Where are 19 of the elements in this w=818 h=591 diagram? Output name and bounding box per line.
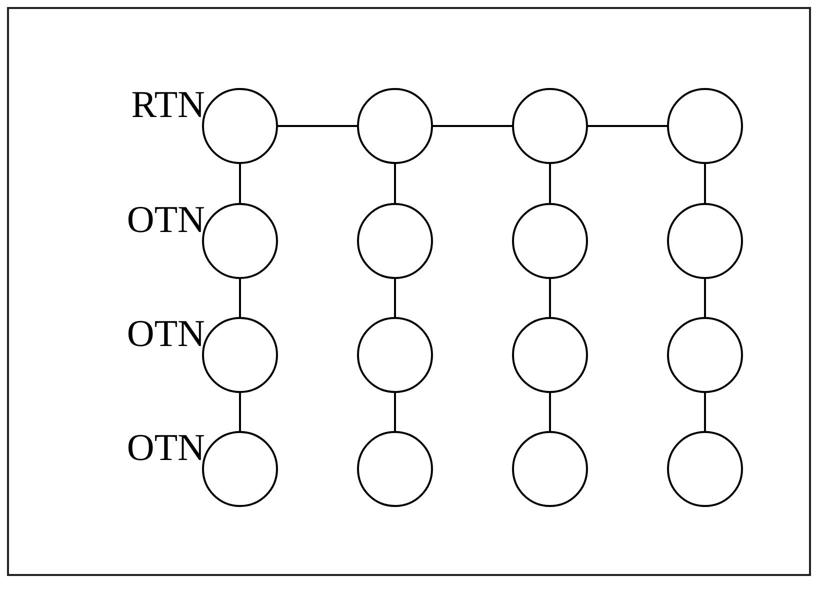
connector-line [277, 125, 358, 127]
connector-line [432, 125, 513, 127]
connector-line [704, 278, 706, 318]
connector-line [587, 125, 668, 127]
row-label: OTN [126, 429, 205, 467]
connector-line [239, 163, 241, 204]
connector-line [549, 163, 551, 204]
row-label: OTN [126, 315, 205, 353]
connector-line [549, 392, 551, 432]
row-label: RTN [131, 86, 205, 124]
connector-line [394, 392, 396, 432]
row-label: OTN [126, 201, 205, 239]
connector-line [704, 163, 706, 204]
connector-line [394, 278, 396, 318]
connector-line [394, 163, 396, 204]
connector-line [704, 392, 706, 432]
connector-line [239, 392, 241, 432]
connector-line [239, 278, 241, 318]
connector-line [549, 278, 551, 318]
